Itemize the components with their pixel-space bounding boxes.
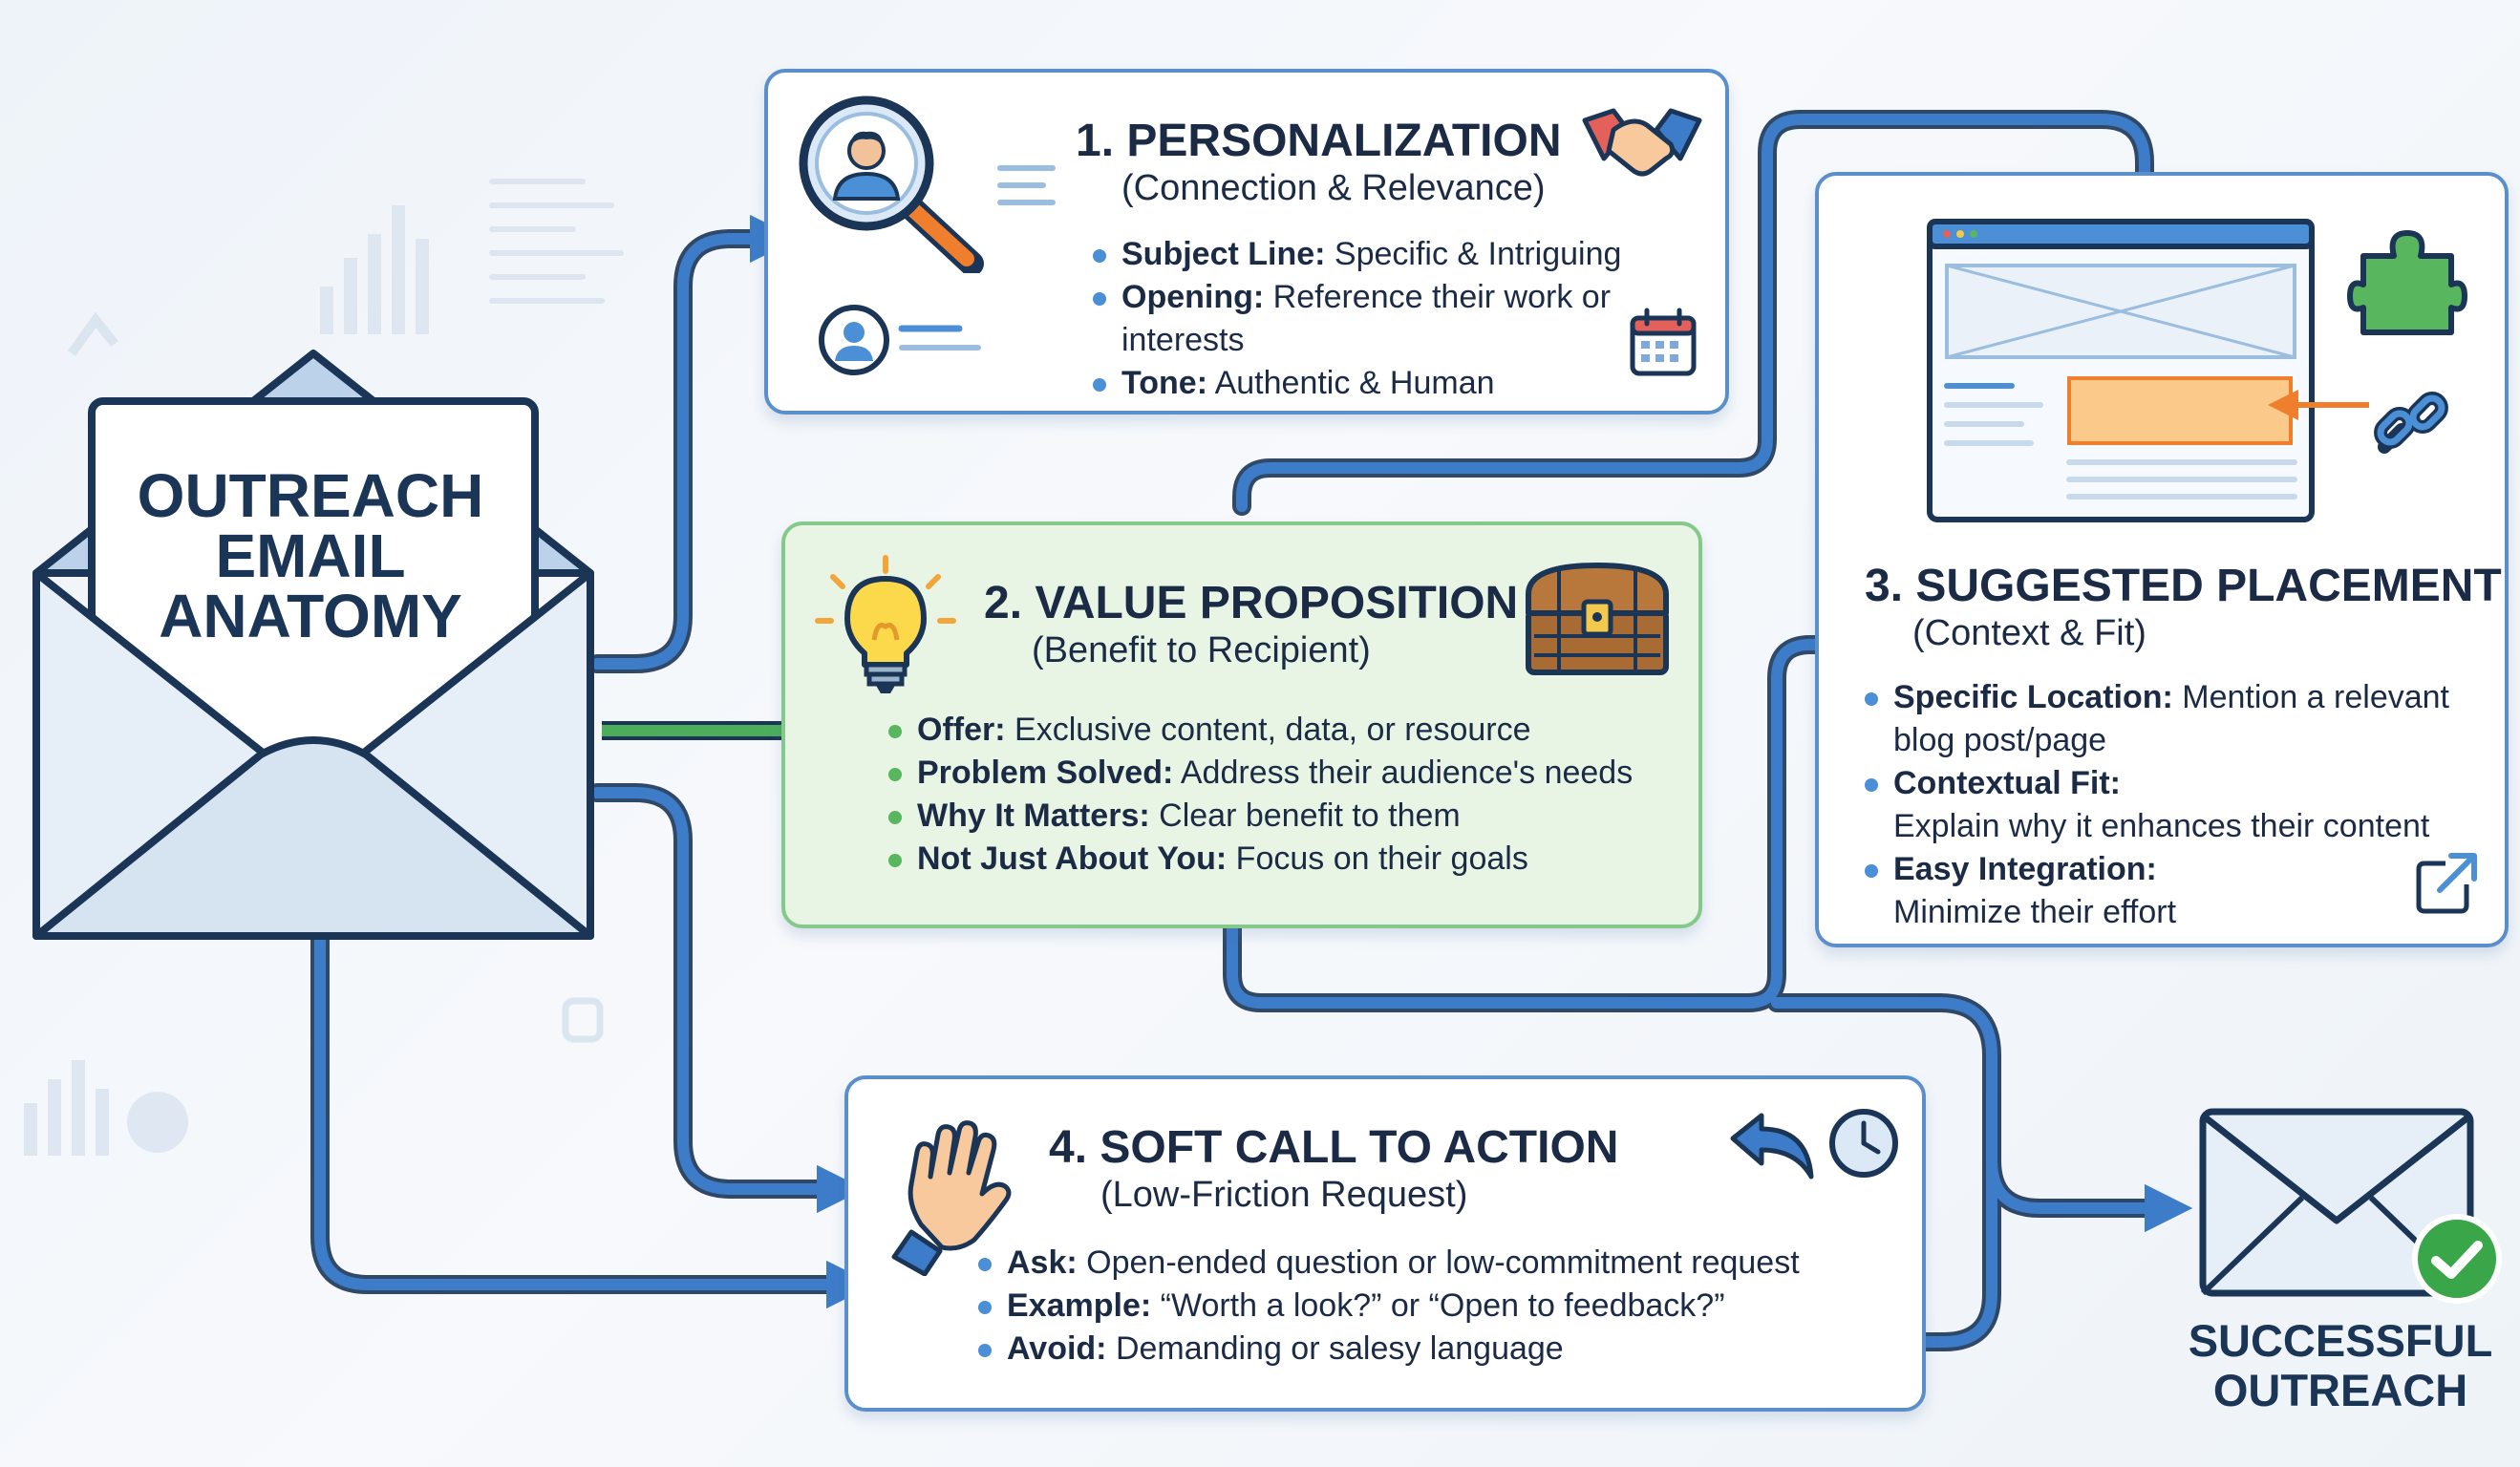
arrow-into-page-icon [2268,390,2369,420]
envelope-icon [2199,1108,2474,1297]
envelope-title-line: EMAIL [215,521,406,590]
card-title: 1. PERSONALIZATION [1076,116,1562,166]
placement-card: 3. SUGGESTED PLACEMENT (Context & Fit) S… [1815,172,2509,947]
open-envelope-icon [32,350,594,940]
webpage-mockup-icon [1927,219,2315,522]
profile-icon [819,305,981,375]
handshake-icon [1582,108,1702,177]
list-item: Offer: Exclusive content, data, or resou… [885,709,1687,752]
clock-icon [1829,1109,1898,1178]
card-subtitle: (Connection & Relevance) [1121,168,1546,208]
value-proposition-card: 2. VALUE PROPOSITION (Benefit to Recipie… [781,521,1702,928]
list-item: Subject Line: Specific & Intriguing [1089,233,1710,276]
list-item: Example: “Worth a look?” or “Open to fee… [974,1285,1891,1328]
connector-to-cta-lower [310,931,850,1294]
envelope-title-line: OUTREACH [137,461,484,530]
success-label: SUCCESSFUL OUTREACH [2178,1316,2503,1415]
bullet-list: Subject Line: Specific & Intriguing Open… [1089,233,1710,405]
card-title: 2. VALUE PROPOSITION [984,578,1519,628]
list-item: Opening: Reference their work or interes… [1089,276,1710,362]
lightbulb-icon [815,555,956,693]
calendar-icon [1630,308,1697,376]
list-item: Avoid: Demanding or salesy language [974,1328,1891,1371]
list-item: Why It Matters: Clear benefit to them [885,795,1687,838]
list-item: Tone: Authentic & Human [1089,362,1710,405]
success-label-line: OUTREACH [2212,1365,2468,1415]
list-item: Contextual Fit:Explain why it enhances t… [1861,762,2472,848]
envelope-title-line: ANATOMY [159,582,462,650]
card-title: 4. SOFT CALL TO ACTION [1049,1122,1619,1173]
checkmark-icon [2412,1214,2502,1304]
list-item: Problem Solved: Address their audience's… [885,752,1687,795]
envelope-title: OUTREACH EMAIL ANATOMY [86,461,535,650]
reply-arrow-icon [1730,1113,1814,1180]
bullet-list: Specific Location: Mention a relevant bl… [1861,676,2472,934]
card-subtitle: (Low-Friction Request) [1100,1175,1468,1215]
call-to-action-card: 4. SOFT CALL TO ACTION (Low-Friction Req… [844,1075,1926,1412]
link-icon [2374,392,2448,454]
external-link-icon [2416,853,2477,914]
lines-icon [997,165,1056,205]
list-item: Specific Location: Mention a relevant bl… [1861,676,2472,762]
personalization-card: 1. PERSONALIZATION (Connection & Relevan… [764,69,1729,415]
success-label-line: SUCCESSFUL [2188,1315,2493,1366]
waving-hand-icon [891,1120,1012,1276]
card-subtitle: (Context & Fit) [1912,613,2146,653]
list-item: Easy Integration:Minimize their effort [1861,848,2472,934]
list-item: Not Just About You: Focus on their goals [885,838,1687,881]
list-item: Ask: Open-ended question or low-commitme… [974,1242,1891,1285]
bullet-list: Ask: Open-ended question or low-commitme… [974,1242,1891,1371]
bullet-list: Offer: Exclusive content, data, or resou… [885,709,1687,881]
magnifier-person-icon [799,96,984,273]
puzzle-piece-icon [2347,230,2467,335]
card-subtitle: (Benefit to Recipient) [1032,630,1371,670]
card-title: 3. SUGGESTED PLACEMENT [1865,561,2502,611]
treasure-chest-icon [1526,563,1669,675]
